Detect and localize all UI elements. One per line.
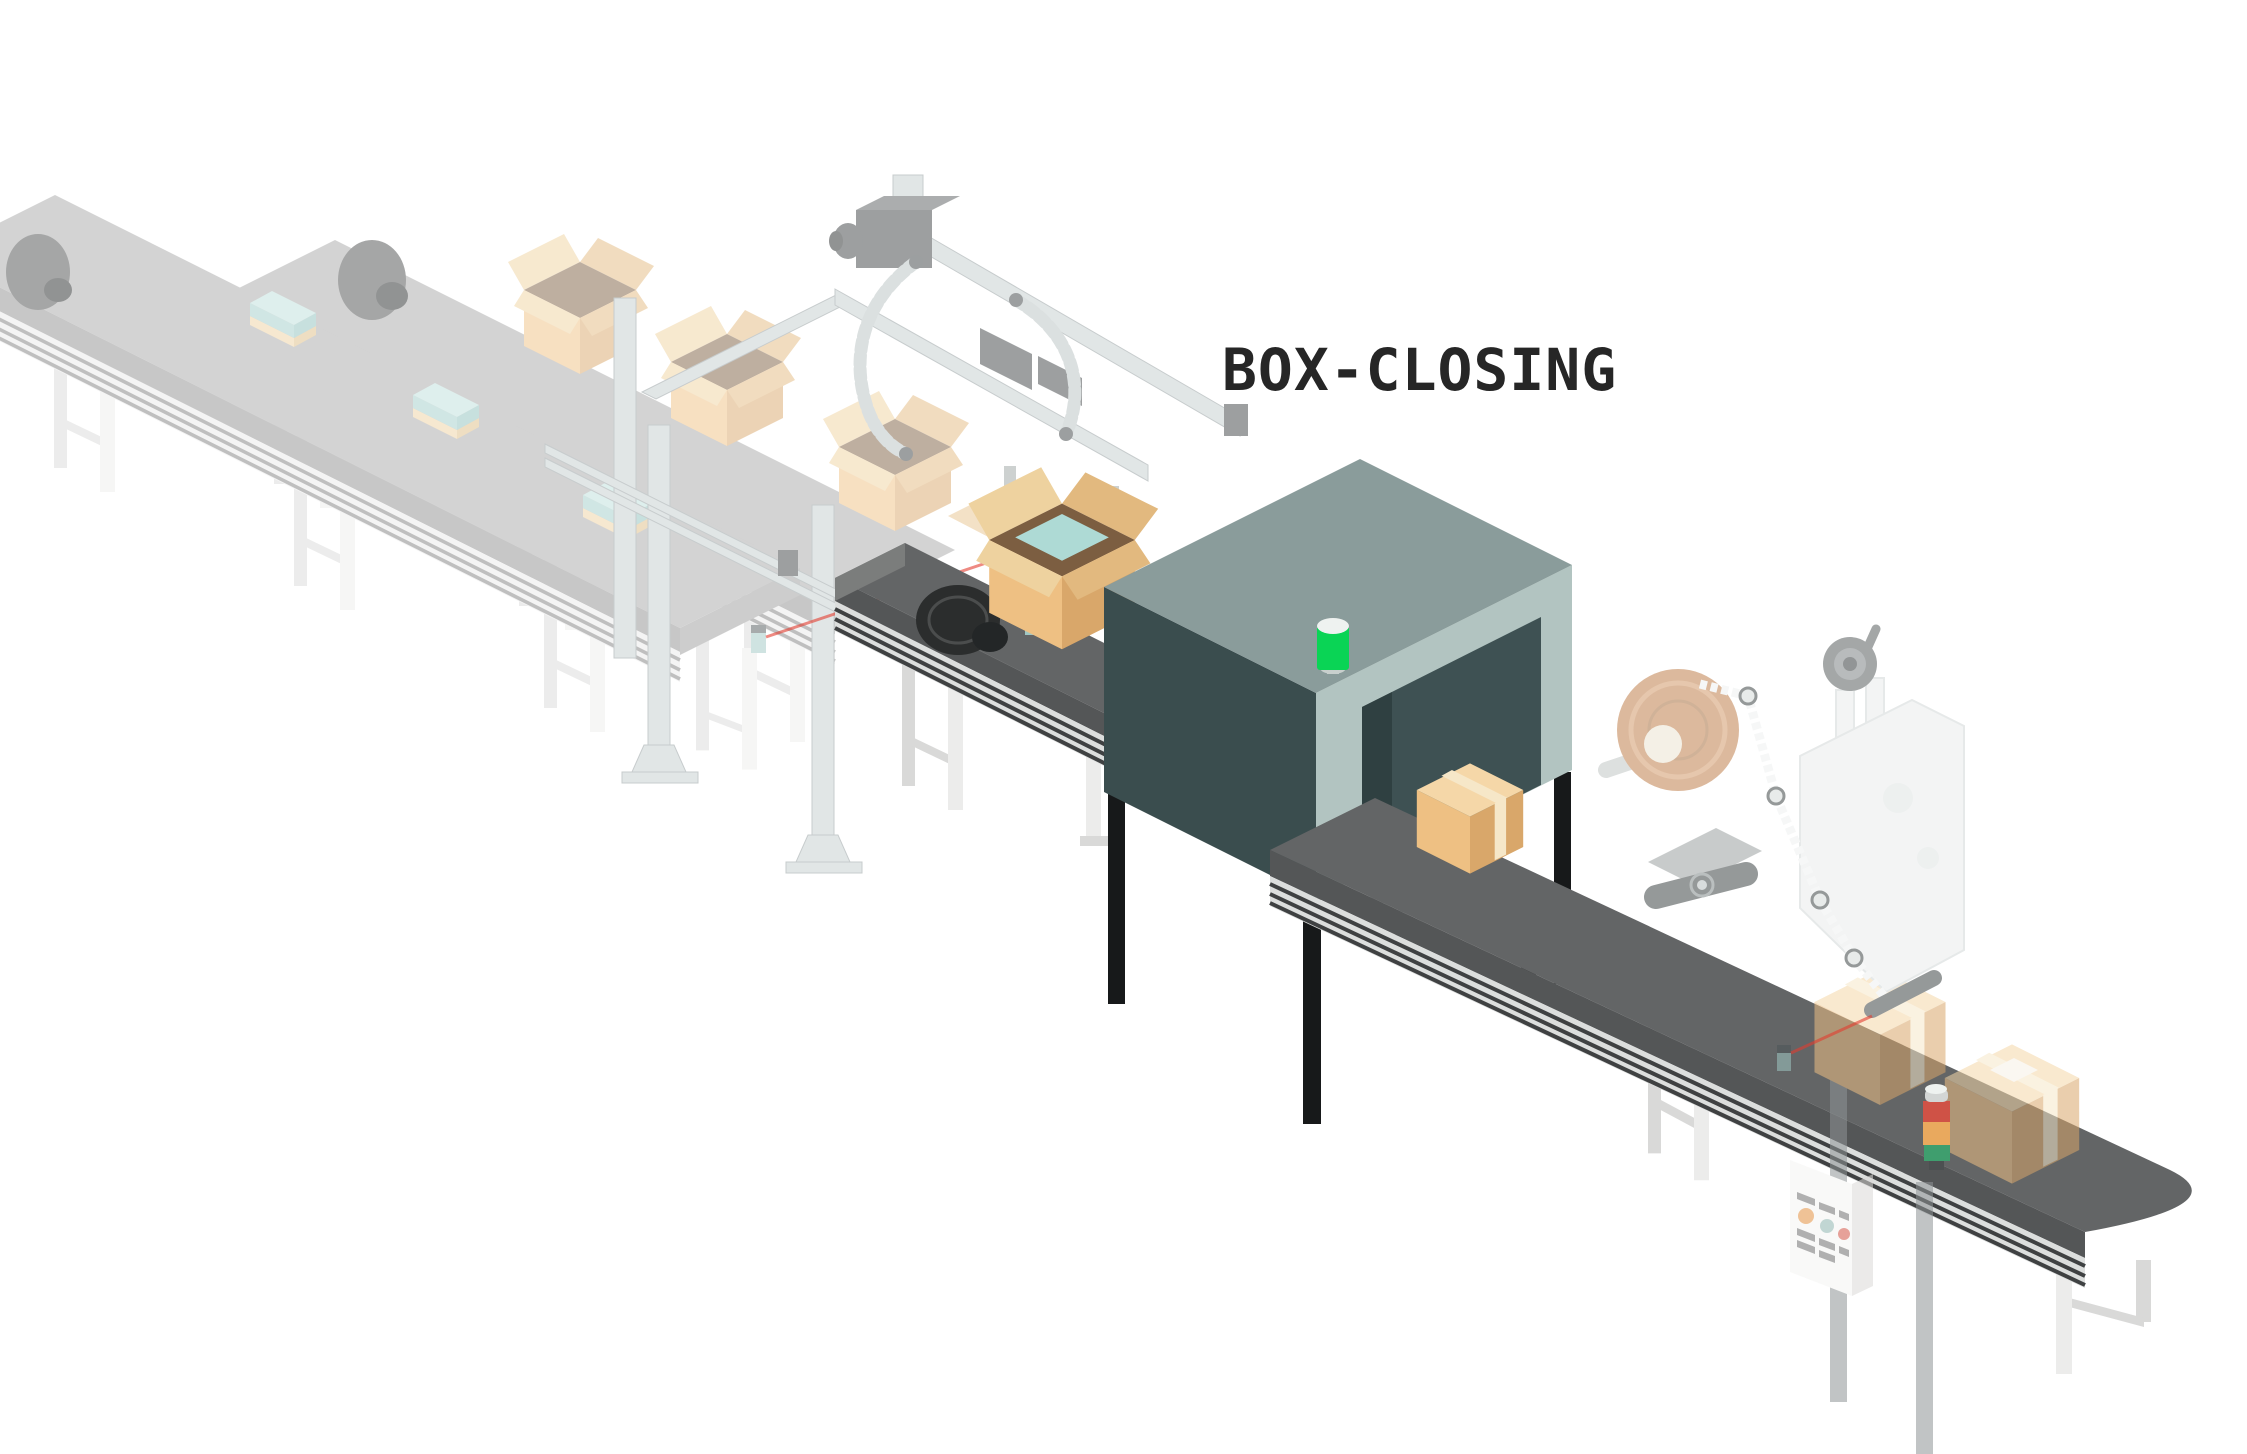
cable-chain: [1009, 293, 1082, 441]
label-roll: [1617, 669, 1739, 791]
labeler-body: [1799, 698, 1965, 994]
control-panel: [1790, 1160, 1873, 1296]
ghost-photo-sensor: [751, 625, 766, 653]
beam-end-motor: [1224, 404, 1248, 436]
signal-green-segment: [1924, 1144, 1950, 1161]
cable-chain: [853, 255, 923, 461]
box-label: [1990, 1058, 2038, 1082]
gantry-column: [647, 424, 671, 776]
apply-roller: [1864, 970, 1942, 1018]
signal-red-segment: [1923, 1101, 1950, 1122]
gantry-beam: [927, 235, 1241, 437]
machine-leg: [1303, 894, 1321, 1124]
machine-tunnel: [1362, 617, 1541, 875]
carriage-motor: [980, 328, 1032, 390]
signal-orange-segment: [1923, 1121, 1950, 1145]
stage-title: BOX-CLOSING: [1222, 336, 1617, 404]
gantry-base-plate: [785, 861, 863, 874]
support-pole: [1916, 1182, 1933, 1454]
ghost-photo-sensor: [1777, 1045, 1791, 1071]
machine-left-face: [1104, 587, 1316, 898]
machine-leg: [1108, 790, 1125, 1004]
signal-tower-light: [1923, 1084, 1950, 1170]
laser-beam: [1790, 1014, 1873, 1055]
conveyor-legs: [696, 630, 757, 770]
panel-button-red: [1838, 1228, 1850, 1240]
belt-surface: [835, 543, 1180, 716]
panel-button-orange: [1798, 1208, 1814, 1224]
machine-top-face: [1104, 459, 1572, 693]
rail-clamp: [778, 550, 798, 576]
labeling-machine: [1598, 624, 1965, 1018]
downstream-ghost-section: [1598, 624, 2080, 1454]
upstream-ghost-section: [0, 174, 1248, 874]
gantry-base-plate: [621, 771, 699, 784]
green-status-light: [1317, 618, 1349, 674]
panel-button-teal: [1820, 1219, 1834, 1233]
vision-camera: [1823, 624, 1881, 691]
gantry-column: [811, 504, 835, 864]
gantry-column: [613, 297, 637, 659]
